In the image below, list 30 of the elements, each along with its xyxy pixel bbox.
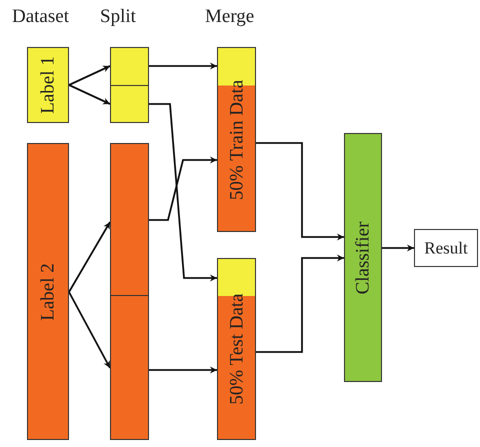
arrow: [256, 142, 344, 240]
node-label: 50% Train Data: [227, 79, 246, 200]
merged-data-bar: [217, 258, 256, 440]
node-label: 50% Test Data: [227, 293, 246, 405]
result-box: [414, 229, 478, 267]
arrow: [68, 222, 111, 292]
arrow: [68, 292, 111, 368]
node-label: Label 2: [38, 262, 58, 320]
arrow: [149, 103, 217, 282]
column-heading: Dataset: [12, 7, 69, 26]
arrow: [68, 84, 110, 105]
arrow: [256, 254, 344, 353]
split-box: [110, 85, 149, 123]
node-label: Result: [423, 240, 469, 256]
classifier-bar: [344, 133, 382, 382]
split-box: [110, 143, 149, 296]
arrow: [382, 244, 414, 252]
node-label: Classifier: [354, 221, 372, 294]
arrow: [68, 65, 110, 86]
split-box: [110, 295, 149, 440]
column-heading: Merge: [205, 7, 254, 26]
node-label: Label 1: [38, 56, 58, 114]
column-heading: Split: [100, 7, 136, 26]
arrow: [149, 156, 217, 221]
dataset-bar: [27, 47, 69, 123]
arrow: [149, 366, 217, 374]
split-box: [110, 47, 149, 86]
merged-data-bar: [217, 47, 256, 232]
arrow: [149, 62, 217, 70]
dataset-bar: [27, 143, 69, 440]
